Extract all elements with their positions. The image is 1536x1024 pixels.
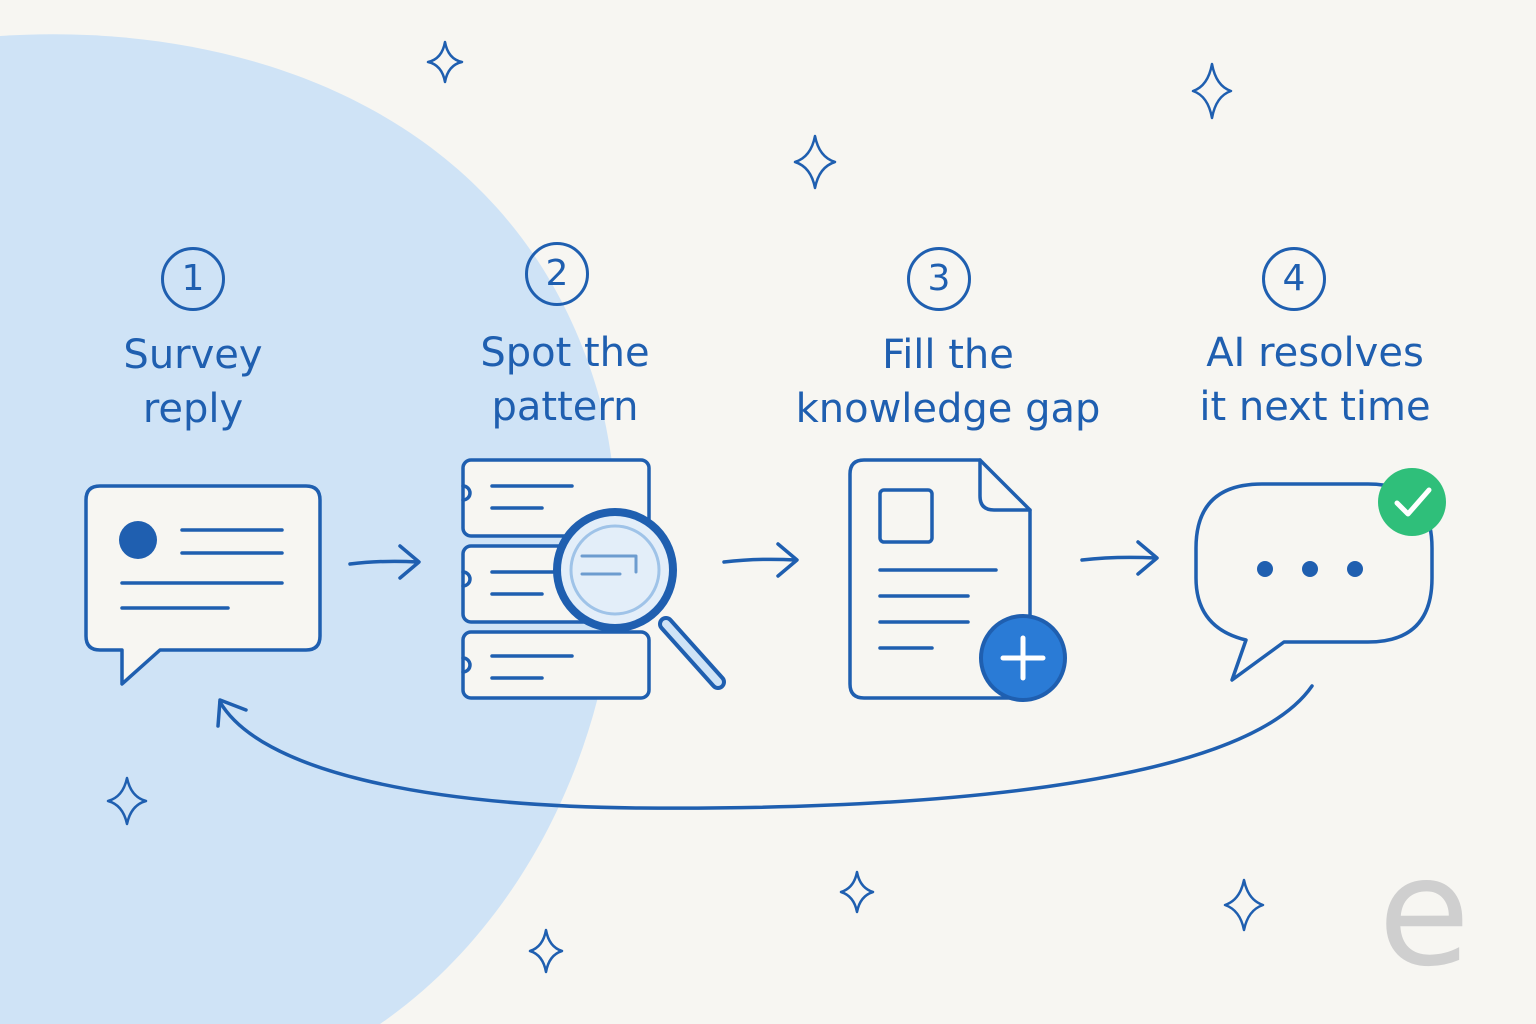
plus-badge-icon xyxy=(979,614,1067,702)
arrow-right-icon xyxy=(1080,540,1159,576)
step-number-badge: 2 xyxy=(525,242,589,306)
step-label: Survey reply xyxy=(123,332,263,432)
sparkle-icon xyxy=(793,134,837,190)
watermark-logo: e xyxy=(1378,826,1471,1000)
sparkle-icon xyxy=(528,928,564,974)
sparkle-icon xyxy=(1223,878,1265,932)
step-label: Spot the pattern xyxy=(480,330,650,430)
check-badge-icon xyxy=(1378,468,1446,536)
survey-chat-icon xyxy=(84,484,322,686)
magnifier-over-list-icon xyxy=(461,458,726,700)
sparkles xyxy=(106,40,1265,974)
arrow-right-icon xyxy=(348,544,421,580)
step-label: Fill the knowledge gap xyxy=(795,332,1101,432)
sparkle-icon xyxy=(106,776,148,826)
step-number-badge: 3 xyxy=(907,247,971,311)
loop-back-arrow-icon xyxy=(216,684,1314,810)
step-label: AI resolves it next time xyxy=(1199,330,1431,430)
step-number-badge: 1 xyxy=(161,247,225,311)
connectors xyxy=(216,540,1314,810)
step-number-badge: 4 xyxy=(1262,247,1326,311)
arrow-right-icon xyxy=(722,542,799,578)
sparkle-icon xyxy=(839,870,875,914)
sparkle-icon xyxy=(1191,62,1233,120)
sparkle-icon xyxy=(426,40,464,84)
